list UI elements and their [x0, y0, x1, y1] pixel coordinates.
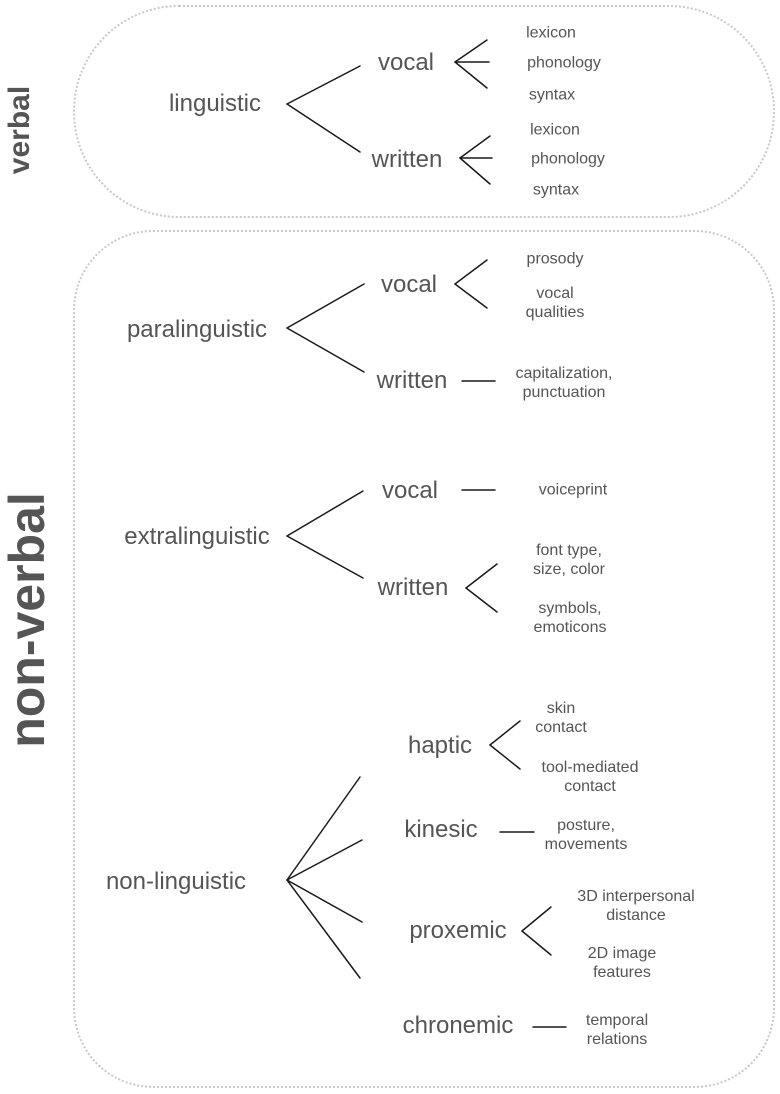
- verbal-group-box: [73, 5, 775, 218]
- written-lexicon-item: lexicon: [530, 121, 580, 139]
- symbols-emoticons-item: symbols, emoticons: [533, 600, 607, 636]
- extralinguistic-written-label: written: [377, 574, 449, 601]
- tool-mediated-contact-item: tool-mediated contact: [541, 759, 639, 795]
- capitalization-punctuation-item: capitalization, punctuation: [515, 365, 613, 401]
- nonverbal-group-box: [73, 230, 775, 1088]
- temporal-relations-item: temporal relations: [585, 1012, 649, 1048]
- paralinguistic-written-label: written: [376, 367, 448, 394]
- skin-contact-item: skin contact: [535, 700, 587, 736]
- chronemic-label: chronemic: [402, 1012, 514, 1039]
- paralinguistic-vocal-label: vocal: [380, 271, 438, 298]
- written-syntax-item: syntax: [532, 181, 580, 199]
- nonlinguistic-label: non-linguistic: [105, 868, 247, 895]
- linguistic-vocal-label: vocal: [377, 49, 435, 76]
- extralinguistic-label: extralinguistic: [124, 523, 270, 550]
- prosody-item: prosody: [526, 250, 584, 268]
- paralinguistic-label: paralinguistic: [126, 316, 268, 343]
- vocal-qualities-item: vocal qualities: [525, 285, 585, 321]
- written-phonology-item: phonology: [531, 150, 605, 168]
- font-type-size-color-item: font type, size, color: [532, 542, 606, 578]
- proxemic-label: proxemic: [409, 917, 507, 944]
- vocal-phonology-item: phonology: [527, 54, 601, 72]
- linguistic-written-label: written: [371, 146, 443, 173]
- haptic-label: haptic: [407, 732, 473, 759]
- posture-movements-item: posture, movements: [544, 817, 628, 853]
- linguistic-label: linguistic: [168, 90, 262, 117]
- image-features-item: 2D image features: [587, 945, 657, 981]
- interpersonal-distance-item: 3D interpersonal distance: [577, 888, 695, 924]
- vocal-syntax-item: syntax: [528, 86, 576, 104]
- kinesic-label: kinesic: [404, 816, 478, 843]
- extralinguistic-vocal-label: vocal: [381, 477, 439, 504]
- voiceprint-item: voiceprint: [538, 481, 608, 499]
- vocal-lexicon-item: lexicon: [526, 24, 576, 42]
